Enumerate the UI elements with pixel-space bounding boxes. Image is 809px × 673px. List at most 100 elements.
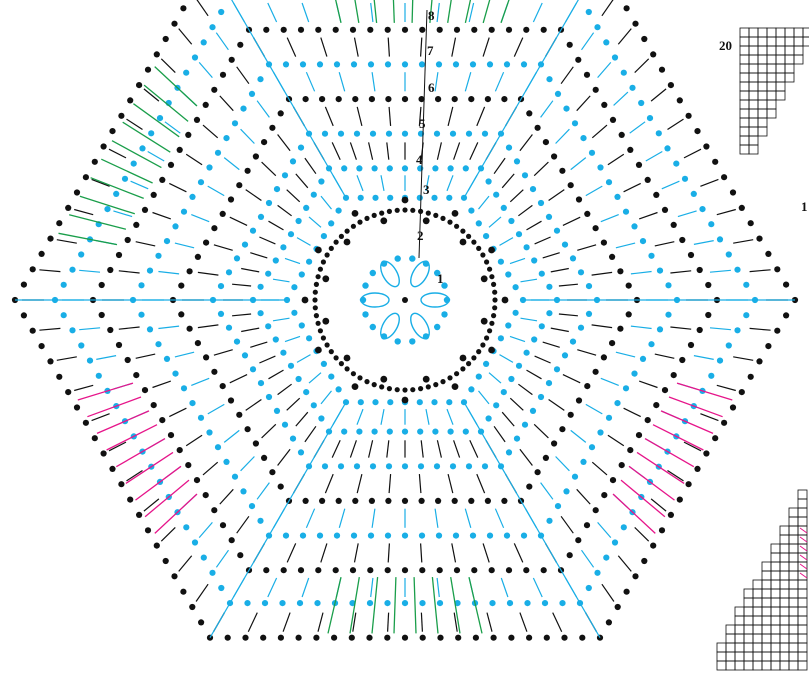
chain-dot	[567, 182, 574, 189]
chain-dot	[371, 165, 378, 172]
chain-dot	[658, 66, 666, 73]
chain-dot	[559, 600, 566, 607]
chain-dot	[538, 323, 545, 330]
grid-cell	[752, 651, 763, 662]
star-chain-dot	[380, 375, 388, 383]
star-chain-dot	[459, 354, 467, 362]
chain-dot	[244, 600, 251, 607]
star-fill-dot	[447, 375, 453, 381]
star-chain-dot	[351, 383, 359, 390]
grid-cell	[748, 72, 759, 83]
stitch-post	[577, 349, 597, 356]
stitch-post	[654, 353, 675, 359]
chain-dot	[696, 266, 703, 274]
stitch-post	[542, 252, 560, 259]
chain-dot	[29, 327, 36, 334]
chain-dot	[493, 402, 500, 409]
chain-dot	[244, 426, 251, 433]
grid-cell	[779, 561, 790, 572]
accent-post	[464, 0, 472, 24]
chain-dot	[551, 153, 558, 160]
stitch-post	[468, 2, 475, 23]
grid-cell	[788, 588, 799, 599]
grid-cell	[793, 27, 804, 38]
grid-cell	[734, 606, 745, 617]
chain-dot	[601, 492, 608, 499]
grid-cell	[752, 660, 763, 671]
grid-cell	[788, 561, 799, 572]
chain-dot	[193, 116, 201, 123]
accent-post	[87, 396, 142, 418]
chain-dot	[133, 372, 140, 379]
stitch-post	[709, 269, 731, 273]
stitch-post	[677, 210, 697, 218]
chain-dot	[418, 497, 425, 504]
chain-dot	[623, 5, 630, 12]
chain-dot	[417, 463, 425, 470]
chain-dot	[452, 532, 460, 539]
grid-cell	[757, 126, 768, 137]
chain-dot	[194, 253, 201, 260]
chain-dot	[139, 145, 146, 152]
grid-cell	[752, 615, 763, 626]
chain-dot	[209, 569, 216, 576]
grid-cell	[770, 597, 781, 608]
stitch-post	[331, 142, 341, 160]
chain-dot	[78, 342, 85, 349]
accent-post	[133, 103, 180, 138]
round-label-5: 5	[419, 116, 426, 131]
chain-dot	[366, 634, 373, 641]
chain-dot	[348, 634, 355, 641]
chain-dot	[644, 176, 651, 183]
chain-dot	[639, 355, 647, 362]
chain-dot	[685, 112, 692, 119]
chain-dot	[86, 357, 94, 364]
chain-dot	[219, 210, 226, 217]
chain-dot	[679, 356, 686, 364]
chain-dot	[419, 600, 426, 607]
chain-dot	[203, 354, 210, 361]
chain-dot	[218, 584, 225, 592]
grid-cell	[766, 63, 777, 74]
chain-dot	[513, 158, 521, 165]
chain-dot	[289, 158, 297, 165]
chain-dot	[372, 399, 379, 406]
chain-dot	[302, 96, 309, 103]
chain-dot	[240, 488, 247, 495]
stitch-post	[229, 216, 248, 226]
grid-cell	[788, 516, 799, 527]
stitch-post	[425, 408, 430, 425]
chain-dot	[462, 428, 469, 435]
chain-dot	[372, 194, 379, 201]
accent-post	[392, 0, 395, 23]
stitch-post	[126, 469, 143, 482]
accent-post	[468, 576, 483, 634]
grid-cell	[716, 651, 727, 662]
chain-dot	[632, 573, 639, 580]
stitch-post	[147, 150, 165, 162]
stitch-post	[196, 0, 209, 17]
stitch-post	[308, 372, 322, 384]
star-fill-dot	[471, 239, 477, 245]
chain-dot	[553, 227, 561, 234]
grid-cell	[757, 81, 768, 92]
chain-dot	[650, 51, 657, 58]
chain-dot	[206, 634, 214, 641]
chain-dot	[298, 271, 305, 278]
grid-cell	[779, 624, 790, 635]
grid-cell	[739, 81, 750, 92]
chain-dot	[155, 341, 162, 348]
accent-post	[96, 410, 150, 434]
stitch-post	[282, 612, 291, 632]
chain-dot	[447, 428, 454, 435]
chain-dot	[214, 444, 222, 451]
chain-dot	[273, 407, 281, 414]
stitch-post	[639, 211, 658, 220]
chain-dot	[566, 41, 573, 48]
chain-dot	[186, 268, 193, 275]
grid-cell	[748, 45, 759, 56]
chain-dot	[224, 634, 231, 641]
chain-dot	[295, 634, 302, 641]
stitch-post	[368, 142, 374, 160]
chain-dot	[523, 567, 530, 574]
